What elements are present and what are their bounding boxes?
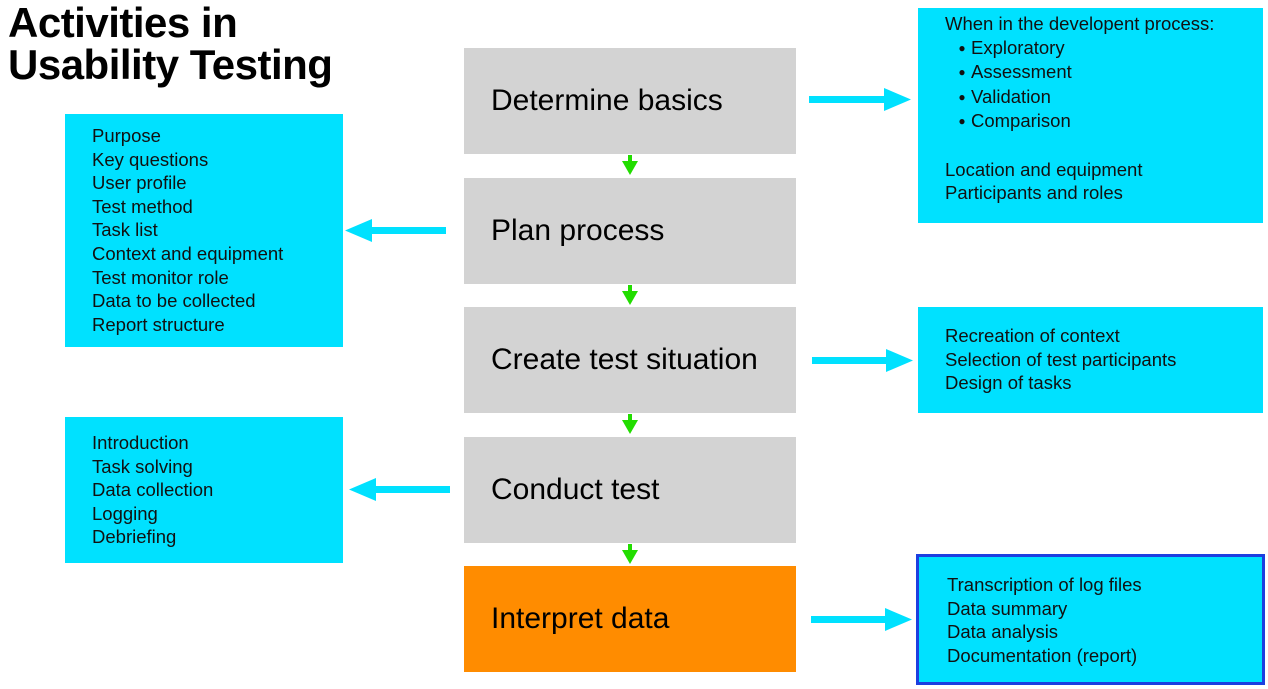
title-line-1: Activities in — [8, 0, 238, 46]
list-item: Recreation of context — [945, 325, 1120, 346]
list-item: Introduction — [92, 432, 189, 453]
list-item: Location and equipment — [945, 158, 1143, 180]
list-item: Test monitor role — [92, 266, 229, 288]
list-item: Report structure — [92, 313, 225, 335]
info-box-situation: Recreation of context Selection of test … — [918, 307, 1263, 413]
list-item: Data analysis — [947, 621, 1059, 643]
list-item: Context and equipment — [92, 242, 284, 264]
list-item: Debriefing — [92, 526, 177, 548]
list-item: Documentation (report) — [947, 644, 1138, 666]
list-item: Data collection — [92, 479, 214, 501]
list-item: Exploratory — [945, 36, 1263, 61]
arrow-down-icon — [622, 285, 638, 305]
info-box-basics: When in the developent process: Explorat… — [918, 8, 1263, 223]
step-conduct-test: Conduct test — [464, 437, 796, 543]
step-create-test-situation: Create test situation — [464, 307, 796, 413]
list-item: Comparison — [945, 109, 1263, 134]
step-interpret-data: Interpret data — [464, 566, 796, 672]
info-box-plan: Purpose Key questions User profile Test … — [65, 114, 343, 347]
list-item: Validation — [945, 85, 1263, 110]
basics-heading: When in the developent process: — [945, 13, 1215, 34]
list-item: Task solving — [92, 455, 193, 477]
list-item: Data summary — [947, 597, 1068, 619]
list-item: Selection of test participants — [945, 348, 1177, 370]
step-plan-process: Plan process — [464, 178, 796, 284]
list-item: Purpose — [92, 125, 161, 146]
arrow-right-icon — [811, 608, 912, 631]
list-item: Transcription of log files — [947, 574, 1142, 595]
list-item: Data to be collected — [92, 290, 256, 312]
arrow-left-icon — [345, 219, 446, 242]
list-item: Assessment — [945, 60, 1263, 85]
list-item: Test method — [92, 195, 193, 217]
list-item: Design of tasks — [945, 372, 1072, 394]
list-item: User profile — [92, 172, 187, 194]
arrow-right-icon — [812, 349, 913, 372]
step-determine-basics: Determine basics — [464, 48, 796, 154]
arrow-down-icon — [622, 414, 638, 434]
info-box-interpret: Transcription of log files Data summary … — [916, 554, 1265, 685]
list-item: Key questions — [92, 148, 209, 170]
info-box-conduct: Introduction Task solving Data collectio… — [65, 417, 343, 563]
arrow-right-icon — [809, 88, 911, 111]
list-item: Logging — [92, 502, 158, 524]
arrow-down-icon — [622, 544, 638, 564]
list-item: Participants and roles — [945, 182, 1123, 204]
title-line-2: Usability Testing — [8, 41, 333, 88]
arrow-down-icon — [622, 155, 638, 175]
page-title: Activities in Usability Testing — [8, 0, 333, 88]
arrow-left-icon — [349, 478, 450, 501]
list-item: Task list — [92, 219, 158, 241]
